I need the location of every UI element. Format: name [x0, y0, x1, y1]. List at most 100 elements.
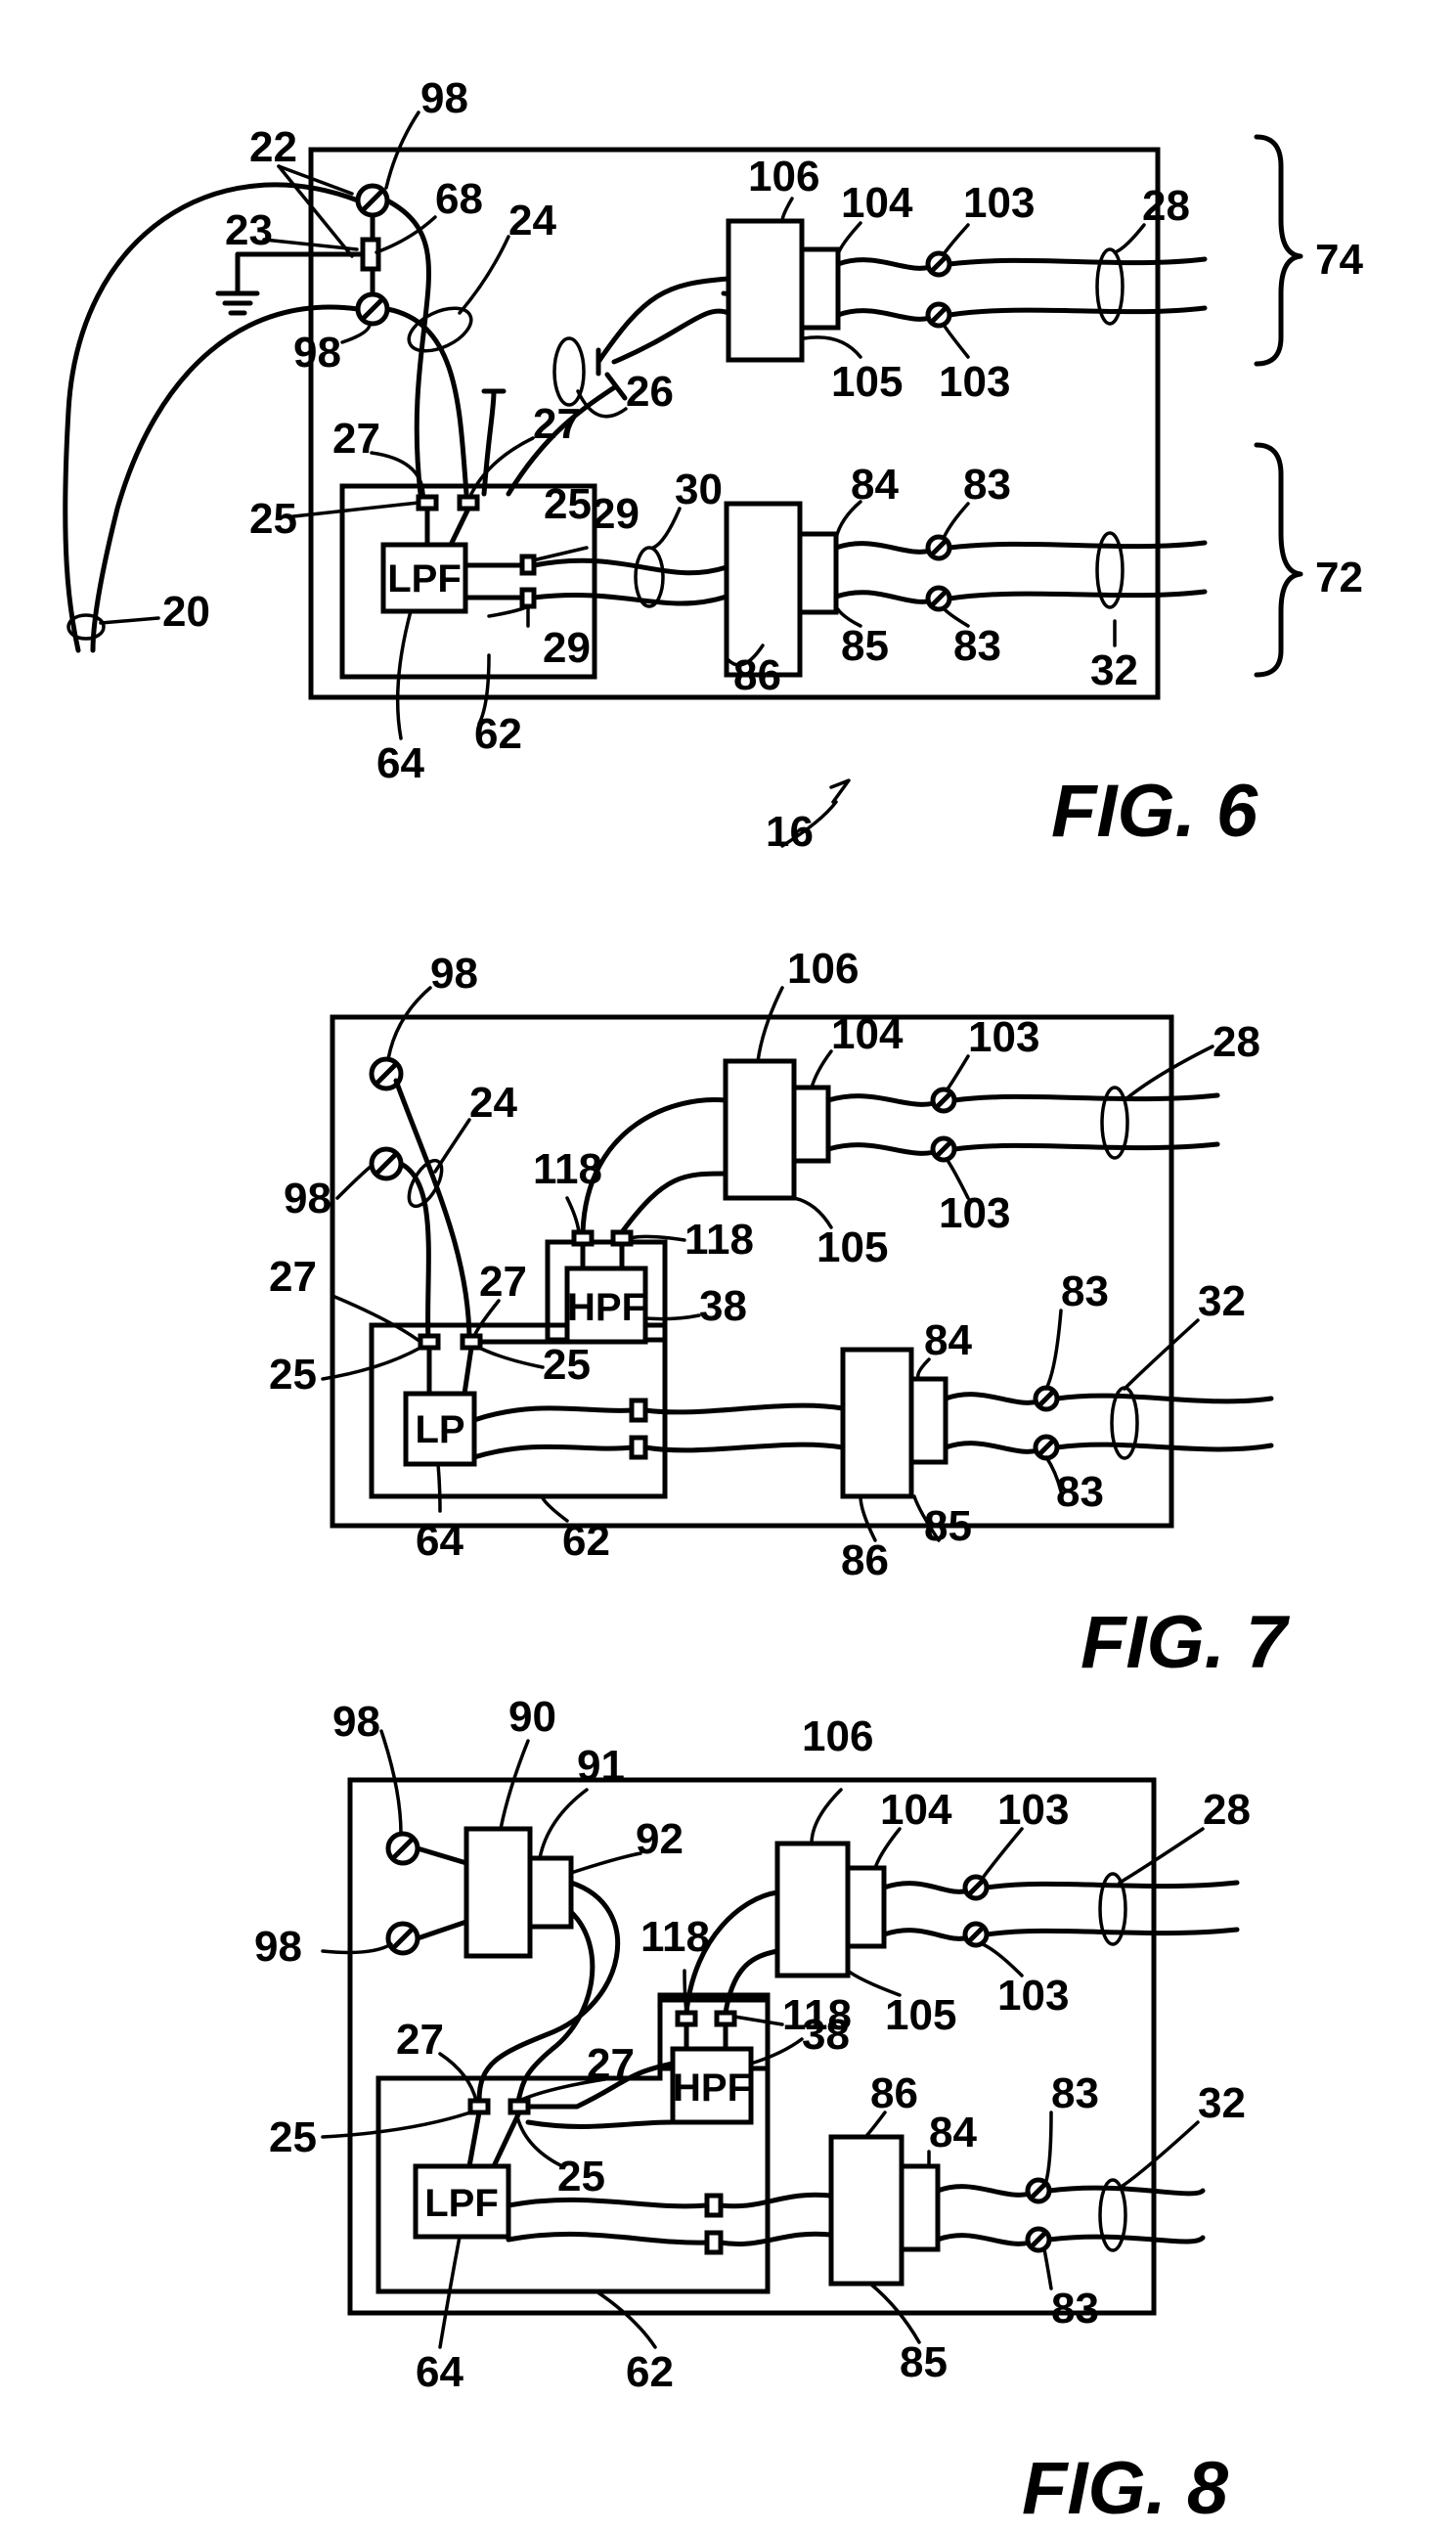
fig6-ref: 105 — [831, 358, 903, 406]
fig6-housing — [308, 147, 1161, 700]
fig8-lpf-box — [413, 2163, 511, 2240]
fig6-ref: 83 — [963, 461, 1011, 509]
fig6-network-interface-box — [339, 483, 597, 680]
fig6-ref: 29 — [592, 490, 640, 538]
fig7-hpf-box — [564, 1266, 648, 1345]
fig6-ref: 28 — [1142, 182, 1190, 230]
fig6-jack-86 — [724, 501, 803, 678]
fig8-caption: FIG. 8 — [1022, 2447, 1229, 2530]
fig8-ref: 118 — [640, 1913, 710, 1961]
fig7-jack-86 — [840, 1347, 914, 1499]
fig8-protector-92 — [527, 1855, 574, 1930]
fig7-hpf-label: HPF — [567, 1286, 645, 1329]
fig6-brace-72 — [1254, 442, 1303, 678]
fig6-lpf-box — [380, 542, 468, 614]
fig7-ref: 98 — [430, 950, 478, 998]
fig7-ref: 83 — [1061, 1267, 1109, 1315]
fig8-jack-104 — [845, 1865, 887, 1949]
fig8-ref: 90 — [508, 1693, 556, 1741]
fig6-caption: FIG. 6 — [1051, 770, 1258, 853]
fig7-ref: 38 — [699, 1282, 747, 1330]
fig8-jack-106 — [774, 1841, 851, 1978]
fig6-ref: 104 — [841, 179, 913, 227]
fig8-ref: 83 — [1051, 2069, 1099, 2117]
fig7-lp-label: LP — [415, 1408, 464, 1451]
fig7-ref: 25 — [543, 1341, 591, 1389]
fig8-hpf-label: HPF — [673, 2066, 751, 2110]
fig6-ref: 27 — [533, 400, 581, 448]
fig7-ref: 85 — [924, 1502, 972, 1550]
fig6-ref: 103 — [939, 358, 1010, 406]
fig8-hpf-box — [670, 2046, 754, 2125]
fig7-caption: FIG. 7 — [1081, 1601, 1291, 1684]
fig6-ref: 25 — [544, 480, 592, 528]
fig6-ref: 25 — [249, 495, 297, 543]
fig6-ref: 24 — [508, 197, 556, 244]
fig8-ref: 64 — [416, 2348, 463, 2396]
fig6-ref: 74 — [1315, 236, 1363, 284]
fig7-ref: 106 — [787, 945, 859, 993]
fig6-ref: 23 — [225, 206, 273, 254]
figure-8: LPF HPF — [254, 1693, 1251, 2530]
fig7-ref: 62 — [562, 1517, 610, 1565]
fig6-jack-104 — [799, 246, 841, 331]
fig7-ref: 24 — [469, 1079, 517, 1127]
fig8-ref: 104 — [880, 1786, 952, 1834]
fig6-drop-wire — [63, 182, 361, 653]
fig8-ref: 98 — [254, 1923, 302, 1971]
fig6-ref: 84 — [851, 461, 899, 509]
fig8-ref: 103 — [997, 1786, 1069, 1834]
fig7-ref: 118 — [684, 1216, 754, 1264]
fig7-ref: 104 — [831, 1010, 904, 1058]
fig7-ref: 86 — [841, 1536, 889, 1584]
fig8-ref: 38 — [802, 2011, 850, 2059]
fig7-lp-box — [403, 1391, 477, 1467]
fig6-ref: 85 — [841, 622, 889, 670]
fig7-ref: 118 — [533, 1145, 602, 1193]
fig8-ref: 106 — [802, 1712, 873, 1760]
fig8-ref: 25 — [269, 2113, 317, 2161]
fig6-brace-74 — [1254, 134, 1303, 367]
fig7-ref: 103 — [968, 1013, 1039, 1061]
fig7-ref: 32 — [1198, 1277, 1246, 1325]
fig7-ref: 28 — [1213, 1018, 1260, 1066]
fig6-ref: 27 — [332, 415, 380, 463]
fig8-jack-86 — [828, 2134, 904, 2287]
fig7-ref: 27 — [479, 1258, 527, 1306]
fig8-ref: 27 — [587, 2040, 635, 2088]
fig6-ref: 64 — [376, 739, 424, 787]
fig6-ref: 83 — [953, 622, 1001, 670]
fig6-jack-106 — [726, 218, 805, 363]
fig8-ref: 84 — [929, 2109, 977, 2156]
fig7-ref: 64 — [416, 1517, 463, 1565]
fig8-ref: 91 — [577, 1742, 625, 1790]
fig6-ref: 62 — [474, 710, 522, 758]
fig6-ref: 16 — [766, 808, 814, 856]
fig8-ref: 28 — [1203, 1786, 1251, 1834]
fig7-ref: 103 — [939, 1189, 1010, 1237]
fig6-lpf-label: LPF — [387, 557, 462, 600]
fig8-ref: 98 — [332, 1698, 380, 1746]
fig8-jack-84 — [899, 2163, 941, 2252]
fig8-ref: 85 — [900, 2338, 948, 2386]
fig6-ref: 103 — [963, 179, 1035, 227]
fig8-ref: 32 — [1198, 2079, 1246, 2127]
fig7-ref: 27 — [269, 1253, 317, 1301]
fig7-jack-106 — [723, 1058, 797, 1201]
fig6-ref: 30 — [675, 466, 723, 513]
fig7-ref: 25 — [269, 1351, 317, 1399]
fig8-ref: 86 — [870, 2069, 918, 2117]
fig6-ref: 98 — [293, 329, 341, 377]
fig8-ref: 92 — [636, 1815, 684, 1863]
fig7-housing — [330, 1014, 1174, 1529]
fig6-ref: 29 — [543, 624, 591, 672]
fig8-ref: 83 — [1051, 2285, 1099, 2333]
fig8-ref: 27 — [396, 2016, 444, 2064]
fig8-lpf-label: LPF — [424, 2182, 499, 2225]
fig7-ref: 83 — [1056, 1468, 1104, 1516]
fig8-protector-90 — [463, 1826, 533, 1959]
fig8-ref: 25 — [557, 2153, 605, 2200]
fig6-ref: 106 — [748, 153, 819, 200]
fig6-jack-84 — [797, 531, 839, 615]
figure-7: LP HPF — [269, 945, 1291, 1684]
